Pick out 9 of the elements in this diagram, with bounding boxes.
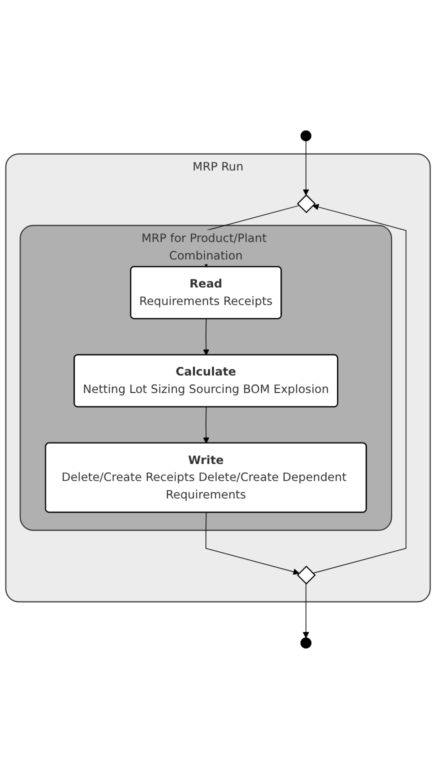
arrow [312,204,406,574]
arrow [202,406,210,444]
node-circle [300,130,312,141]
node-diamond [296,565,316,584]
arrow [202,318,210,355]
arrow [302,582,310,638]
node-diamond [296,194,316,213]
arrow [302,140,310,195]
arrow [206,512,300,574]
